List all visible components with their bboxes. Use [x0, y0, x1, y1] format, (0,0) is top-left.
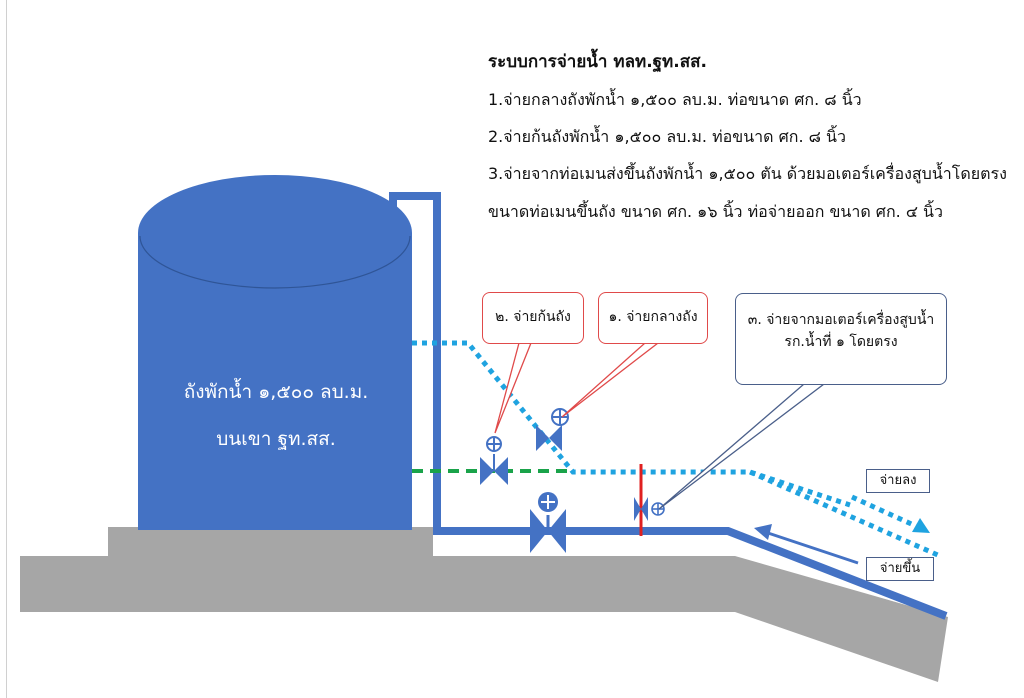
- down-direction-line: [850, 494, 920, 530]
- middle-valve-icon: [536, 408, 569, 451]
- bottom-valve-icon: [480, 436, 508, 485]
- callout-bottom-supply: ๒. จ่ายก้นถัง: [482, 292, 584, 344]
- description-line-2: 2.จ่ายก้นถังพักน้ำ ๑,๕๐๐ ลบ.ม. ท่อขนาด ศ…: [488, 127, 846, 146]
- description-line-1: 1.จ่ายกลางถังพักน้ำ ๑,๕๐๐ ลบ.ม. ท่อขนาด …: [488, 90, 862, 109]
- callout-motor-supply: ๓. จ่ายจากมอเตอร์เครื่องสูบน้ำ รก.น้ำที่…: [735, 293, 947, 385]
- water-tank: [138, 175, 412, 530]
- up-direction-line: [767, 531, 859, 565]
- tank-label-line-1: ถังพักน้ำ ๑,๕๐๐ ลบ.ม.: [183, 381, 369, 403]
- tag-supply-up: จ่ายขึ้น: [866, 557, 934, 581]
- callout-motor-line-2: รก.น้ำที่ ๑ โดยตรง: [784, 333, 898, 350]
- tag-supply-down: จ่ายลง: [866, 469, 930, 493]
- callout-pointer-bottom: [494, 342, 532, 434]
- middle-supply-line: [412, 340, 851, 508]
- callout-motor-line-1: ๓. จ่ายจากมอเตอร์เครื่องสูบน้ำ: [747, 312, 935, 328]
- supply-down-line: [748, 469, 942, 559]
- callout-middle-supply: ๑. จ่ายกลางถัง: [598, 292, 708, 344]
- tank-base: [108, 527, 433, 559]
- description-line-4: ขนาดท่อเมนขึ้นถัง ขนาด ศก. ๑๖ นิ้ว ท่อจ่…: [488, 202, 943, 221]
- motor-valve-icon: [634, 497, 665, 521]
- page-border: [6, 0, 7, 698]
- page-title: ระบบการจ่ายน้ำ ทลท.ฐท.สส.: [488, 52, 707, 72]
- ground: [20, 556, 948, 682]
- callout-pointer-middle: [561, 342, 660, 418]
- main-pipe: [389, 192, 948, 620]
- down-arrow-head: [912, 518, 930, 533]
- up-arrow-head: [754, 524, 772, 540]
- main-pipe-valve-icon: [530, 492, 566, 553]
- description-line-3: 3.จ่ายจากท่อเมนส่งขึ้นถังพักน้ำ ๑,๕๐๐ ตั…: [488, 164, 1007, 183]
- tank-label-line-2: บนเขา ฐท.สส.: [216, 428, 336, 450]
